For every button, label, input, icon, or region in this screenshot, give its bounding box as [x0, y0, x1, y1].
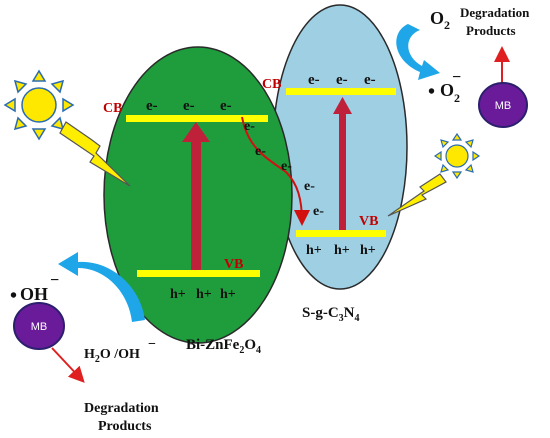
- right-cb-label: CB: [262, 77, 281, 92]
- degradation-products-label: Degradation: [84, 401, 159, 416]
- curved-arrow-icon: [58, 252, 145, 322]
- bi-znfe2o4-label: Bi-ZnFe2O4: [186, 337, 261, 356]
- degradation-products-label: Products: [98, 419, 152, 434]
- right-vb-band: [296, 230, 386, 237]
- left-vb-band: [137, 270, 260, 277]
- hydroxyl-dot: •: [10, 285, 17, 307]
- lightning-icon: [59, 121, 131, 187]
- transfer-electron: e-: [313, 204, 324, 219]
- degradation-products-label: Degradation: [460, 5, 530, 20]
- left-electron: e-: [146, 98, 158, 114]
- right-electron: e-: [308, 72, 320, 88]
- oxygen-label: O2: [430, 8, 450, 32]
- superoxide-radical-label: O2: [440, 80, 460, 105]
- right-electron: e-: [336, 72, 348, 88]
- left-hole: h+: [170, 287, 186, 302]
- sun-icon: [3, 69, 75, 141]
- mb-to-products-arrow: [51, 347, 85, 383]
- left-vb-label: VB: [224, 257, 243, 272]
- left-electron: e-: [183, 98, 195, 114]
- hydroxide-charge: −: [148, 337, 156, 352]
- right-cb-band: [286, 88, 396, 95]
- transfer-electron: e-: [281, 159, 292, 174]
- mb-label: MB: [495, 100, 512, 112]
- right-hole: h+: [334, 243, 350, 258]
- sun-icon: [433, 132, 481, 180]
- lightning-icon: [387, 173, 447, 217]
- right-hole: h+: [306, 243, 322, 258]
- right-vb-label: VB: [359, 214, 378, 229]
- left-cb-label: CB: [103, 101, 122, 116]
- left-hole: h+: [196, 287, 212, 302]
- curved-arrow-icon: [396, 24, 440, 80]
- left-cb-band: [126, 115, 268, 122]
- mb-circle: [13, 302, 65, 350]
- water-hydroxide-label: H2O /OH: [84, 347, 140, 365]
- s-g-c3n4-label: S-g-C3N4: [302, 305, 360, 324]
- transfer-electron: e-: [255, 144, 266, 159]
- electron-transfer-arrow: [241, 116, 310, 226]
- right-electron: e-: [364, 72, 376, 88]
- superoxide-charge: −: [452, 69, 461, 86]
- left-excitation-arrow: [182, 122, 210, 270]
- left-hole: h+: [220, 287, 236, 302]
- degradation-products-label: Products: [466, 23, 516, 38]
- hydroxyl-radical-label: OH: [20, 284, 48, 304]
- mb-label: MB: [31, 321, 48, 333]
- hydroxyl-charge: −: [50, 272, 59, 289]
- right-hole: h+: [360, 243, 376, 258]
- mb-circle: [478, 82, 528, 128]
- transfer-electron: e-: [244, 119, 255, 134]
- superoxide-dot: •: [428, 81, 435, 103]
- right-excitation-arrow: [333, 97, 352, 230]
- transfer-electron: e-: [304, 179, 315, 194]
- left-electron: e-: [220, 98, 232, 114]
